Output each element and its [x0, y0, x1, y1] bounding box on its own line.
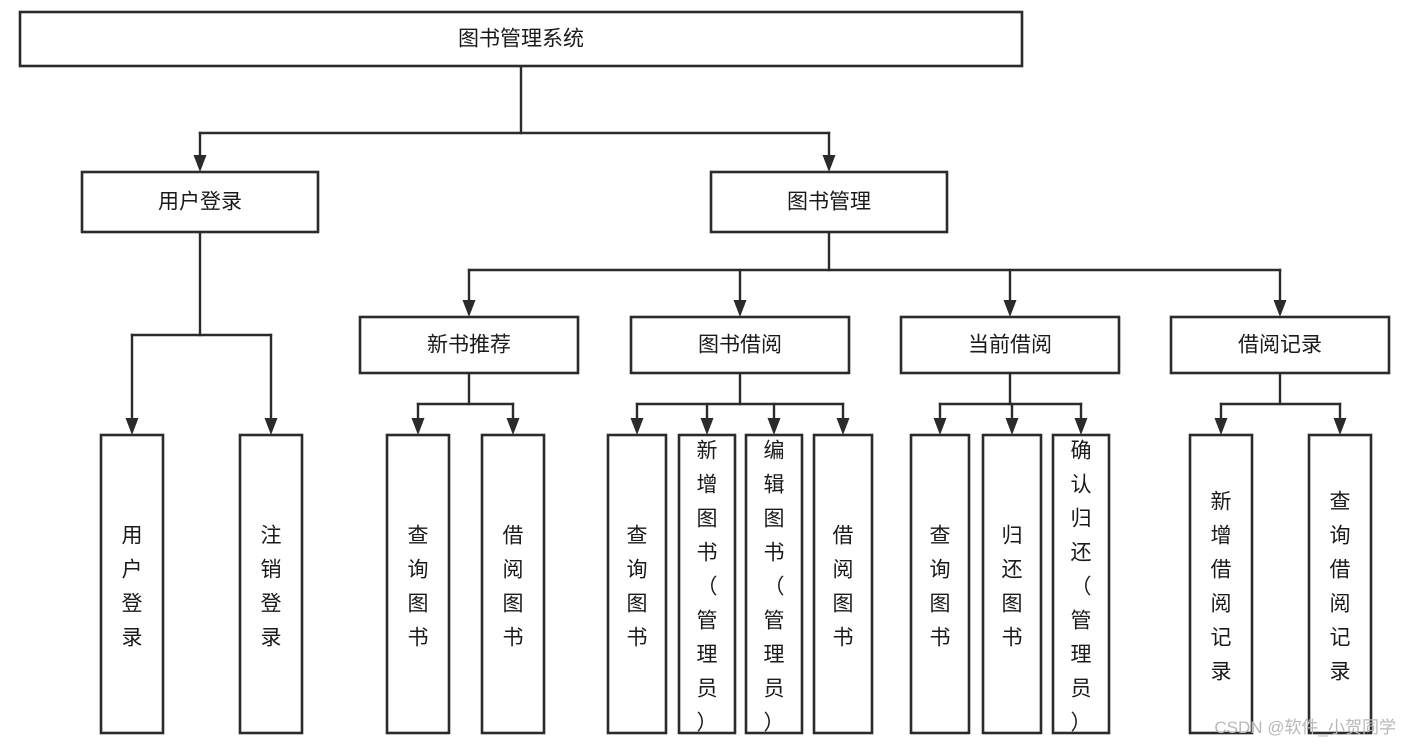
- node-label-leaf-query-book-3: 查询图书: [930, 525, 951, 650]
- node-label-leaf-query-book-2: 查询图书: [627, 525, 648, 650]
- arrow-head-icon: [1333, 418, 1347, 435]
- node-leaf-borrow-book-2[interactable]: 借阅图书: [812, 433, 874, 735]
- arrow-head-icon: [733, 300, 747, 317]
- node-box-leaf-borrow-book-2: [812, 433, 874, 735]
- connector-book-manage-to-level3: [462, 230, 1287, 317]
- node-leaf-user-login[interactable]: 用户登录: [99, 433, 165, 735]
- node-leaf-edit-book[interactable]: 编辑图书（管理员）: [744, 433, 804, 735]
- node-label-borrow-record: 借阅记录: [1238, 334, 1322, 357]
- node-root[interactable]: 图书管理系统: [18, 10, 1024, 68]
- node-leaf-query-book-1[interactable]: 查询图书: [385, 433, 451, 735]
- node-leaf-query-book-2[interactable]: 查询图书: [606, 433, 668, 735]
- node-box-borrow-record: [1169, 315, 1391, 375]
- node-leaf-add-book[interactable]: 新增图书（管理员）: [677, 433, 737, 735]
- node-label-leaf-query-book-1: 查询图书: [408, 525, 429, 650]
- csdn-watermark: CSDN @软件_小贺同学: [1214, 718, 1396, 737]
- node-box-leaf-add-book: [677, 433, 737, 735]
- node-box-book-manage: [709, 170, 949, 234]
- node-box-leaf-query-book-2: [606, 433, 668, 735]
- node-label-leaf-user-login: 用户登录: [122, 525, 143, 650]
- node-label-leaf-edit-book: 编辑图书（管理员）: [764, 440, 785, 735]
- connector-root-to-level2: [193, 64, 836, 172]
- node-user-login[interactable]: 用户登录: [80, 170, 320, 234]
- node-box-leaf-query-book-1: [385, 433, 451, 735]
- node-box-leaf-logout: [238, 433, 304, 735]
- connectors-layer: [125, 64, 1347, 435]
- node-label-root: 图书管理系统: [458, 28, 584, 51]
- node-current-borrow[interactable]: 当前借阅: [899, 315, 1121, 375]
- node-label-book-manage: 图书管理: [787, 191, 871, 214]
- arrow-head-icon: [1005, 418, 1019, 435]
- node-borrow-record[interactable]: 借阅记录: [1169, 315, 1391, 375]
- connector-record-to-leaves: [1214, 371, 1347, 435]
- arrow-head-icon: [193, 155, 207, 172]
- connector-current-to-leaves: [933, 371, 1088, 435]
- node-label-leaf-borrow-book-2: 借阅图书: [833, 525, 854, 650]
- node-box-leaf-query-book-3: [909, 433, 971, 735]
- node-box-leaf-query-record: [1307, 433, 1373, 735]
- node-leaf-add-record[interactable]: 新增借阅记录: [1188, 433, 1254, 735]
- arrow-head-icon: [125, 418, 139, 435]
- node-leaf-query-record[interactable]: 查询借阅记录: [1307, 433, 1373, 735]
- node-leaf-return-book[interactable]: 归还图书: [981, 433, 1043, 735]
- arrow-head-icon: [1273, 300, 1287, 317]
- arrow-head-icon: [630, 418, 644, 435]
- node-label-leaf-add-record: 新增借阅记录: [1211, 491, 1232, 684]
- node-label-leaf-add-book: 新增图书（管理员）: [697, 440, 718, 735]
- node-label-leaf-confirm-return: 确认归还（管理员）: [1071, 440, 1092, 735]
- node-box-leaf-user-login: [99, 433, 165, 735]
- arrow-head-icon: [822, 155, 836, 172]
- connector-recommend-to-leaves: [411, 371, 520, 435]
- node-box-leaf-return-book: [981, 433, 1043, 735]
- arrow-head-icon: [836, 418, 850, 435]
- arrow-head-icon: [506, 418, 520, 435]
- node-box-new-book-recommend: [358, 315, 580, 375]
- node-leaf-logout[interactable]: 注销登录: [238, 433, 304, 735]
- connector-user-login-to-leaves: [125, 230, 278, 435]
- arrow-head-icon: [933, 418, 947, 435]
- node-box-current-borrow: [899, 315, 1121, 375]
- node-label-leaf-logout: 注销登录: [261, 525, 282, 650]
- node-label-leaf-return-book: 归还图书: [1002, 525, 1023, 650]
- node-leaf-query-book-3[interactable]: 查询图书: [909, 433, 971, 735]
- node-box-leaf-confirm-return: [1051, 433, 1111, 735]
- arrow-head-icon: [462, 300, 476, 317]
- node-label-user-login: 用户登录: [158, 191, 242, 214]
- arrow-head-icon: [700, 418, 714, 435]
- node-box-book-borrow: [629, 315, 851, 375]
- node-new-book-recommend[interactable]: 新书推荐: [358, 315, 580, 375]
- node-leaf-borrow-book-1[interactable]: 借阅图书: [480, 433, 546, 735]
- arrow-head-icon: [767, 418, 781, 435]
- connector-borrow-to-leaves: [630, 371, 850, 435]
- arrow-head-icon: [264, 418, 278, 435]
- arrow-head-icon: [1074, 418, 1088, 435]
- node-label-current-borrow: 当前借阅: [968, 334, 1052, 357]
- node-label-book-borrow: 图书借阅: [698, 334, 782, 357]
- arrow-head-icon: [1214, 418, 1228, 435]
- node-book-borrow[interactable]: 图书借阅: [629, 315, 851, 375]
- node-label-leaf-query-record: 查询借阅记录: [1330, 491, 1351, 684]
- node-box-leaf-borrow-book-1: [480, 433, 546, 735]
- nodes-layer: 图书管理系统用户登录图书管理新书推荐图书借阅当前借阅借阅记录用户登录注销登录查询…: [18, 10, 1391, 735]
- node-label-new-book-recommend: 新书推荐: [427, 334, 511, 357]
- arrow-head-icon: [1003, 300, 1017, 317]
- node-box-leaf-add-record: [1188, 433, 1254, 735]
- node-box-root: [18, 10, 1024, 68]
- node-box-user-login: [80, 170, 320, 234]
- node-box-leaf-edit-book: [744, 433, 804, 735]
- node-book-manage[interactable]: 图书管理: [709, 170, 949, 234]
- node-leaf-confirm-return[interactable]: 确认归还（管理员）: [1051, 433, 1111, 735]
- arrow-head-icon: [411, 418, 425, 435]
- node-label-leaf-borrow-book-1: 借阅图书: [503, 525, 524, 650]
